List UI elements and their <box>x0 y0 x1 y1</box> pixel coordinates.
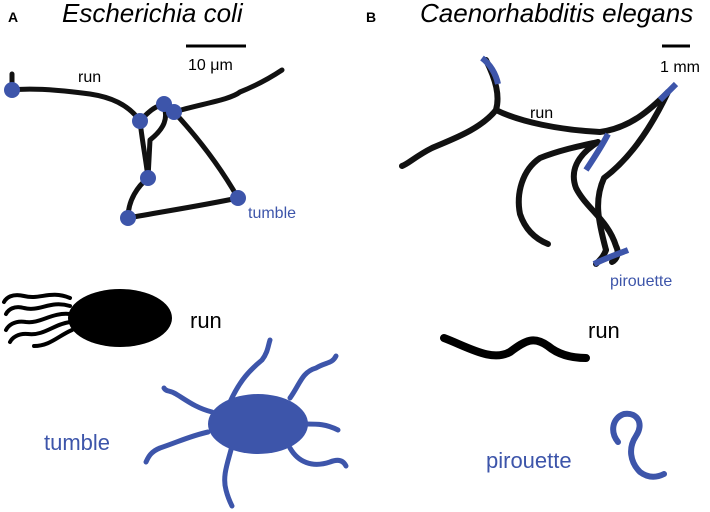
ecoli-track-branch <box>137 118 151 181</box>
panel-a-species-title: Escherichia coli <box>62 0 244 28</box>
worm-pirouette-icon <box>610 410 667 480</box>
worm-pirouette-label: pirouette <box>486 448 572 473</box>
tumble-point <box>4 82 20 98</box>
tumble-point <box>132 113 148 129</box>
panel-b-scale-bar-label: 1 mm <box>660 59 700 76</box>
panel-b: B Caenorhabditis elegans 1 mm run piroue… <box>366 0 700 480</box>
worm-track-pirouette-label: pirouette <box>610 273 672 290</box>
worm-run-label: run <box>588 318 620 343</box>
ecoli-track <box>9 67 285 221</box>
tumble-points <box>4 82 246 226</box>
pirouette-marker <box>657 81 679 103</box>
worm-tracks <box>399 57 671 267</box>
bacterium-run-label: run <box>190 308 222 333</box>
worm-run-icon <box>440 334 590 362</box>
worm-track-run-label: run <box>530 105 553 122</box>
pirouette-marker <box>583 132 611 172</box>
pirouette-marker <box>592 247 630 267</box>
pirouette-markers <box>480 55 679 267</box>
panel-b-letter: B <box>366 9 376 25</box>
tumble-point <box>120 210 136 226</box>
tumble-point <box>230 190 246 206</box>
worm-track <box>515 139 601 247</box>
worm-track <box>399 57 501 169</box>
bacterium-tumble-icon <box>143 337 349 509</box>
panel-b-species-title: Caenorhabditis elegans <box>420 0 693 28</box>
tumble-point <box>140 170 156 186</box>
bacterium-run-icon <box>2 289 172 348</box>
panel-a-scale-bar-label: 10 μm <box>188 57 233 74</box>
tumble-point <box>166 104 182 120</box>
ecoli-track-tumble-label: tumble <box>248 205 296 222</box>
ecoli-track-run-label: run <box>78 69 101 86</box>
pirouette-marker <box>480 55 501 85</box>
worm-track <box>493 89 671 135</box>
panel-a-letter: A <box>8 9 18 25</box>
panel-a: A Escherichia coli 10 μm run tumble <box>2 0 349 509</box>
bacterium-tumble-label: tumble <box>44 430 110 455</box>
